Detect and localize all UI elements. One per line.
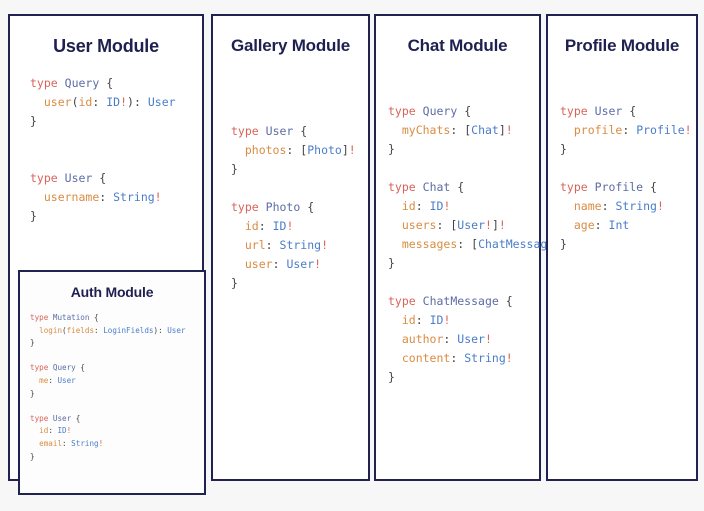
module-panel-gallery: Gallery Module type User { photos: [Phot…	[211, 14, 370, 481]
module-title-user: User Module	[53, 36, 159, 56]
module-title-chat: Chat Module	[407, 36, 508, 55]
schema-code-user: type Query { user(id: ID!): User } type …	[30, 76, 176, 223]
schema-code-gallery: type User { photos: [Photo]! } type Phot…	[231, 124, 356, 290]
schema-code-profile: type User { profile: Profile! } type Pro…	[560, 104, 692, 251]
module-title-auth: Auth Module	[70, 284, 154, 300]
schema-code-auth: type Mutation { login(fields: LoginField…	[30, 313, 186, 461]
module-panel-auth: Auth Module type Mutation { login(fields…	[18, 270, 206, 495]
module-title-profile: Profile Module	[564, 36, 680, 55]
schema-code-chat: type Query { myChats: [Chat]! } type Cha…	[388, 104, 568, 384]
module-title-gallery: Gallery Module	[230, 36, 351, 55]
module-panel-user: User Module type Query { user(id: ID!): …	[8, 14, 206, 495]
module-panel-chat: Chat Module type Query { myChats: [Chat]…	[374, 14, 568, 481]
module-panel-profile: Profile Module type User { profile: Prof…	[546, 14, 698, 481]
